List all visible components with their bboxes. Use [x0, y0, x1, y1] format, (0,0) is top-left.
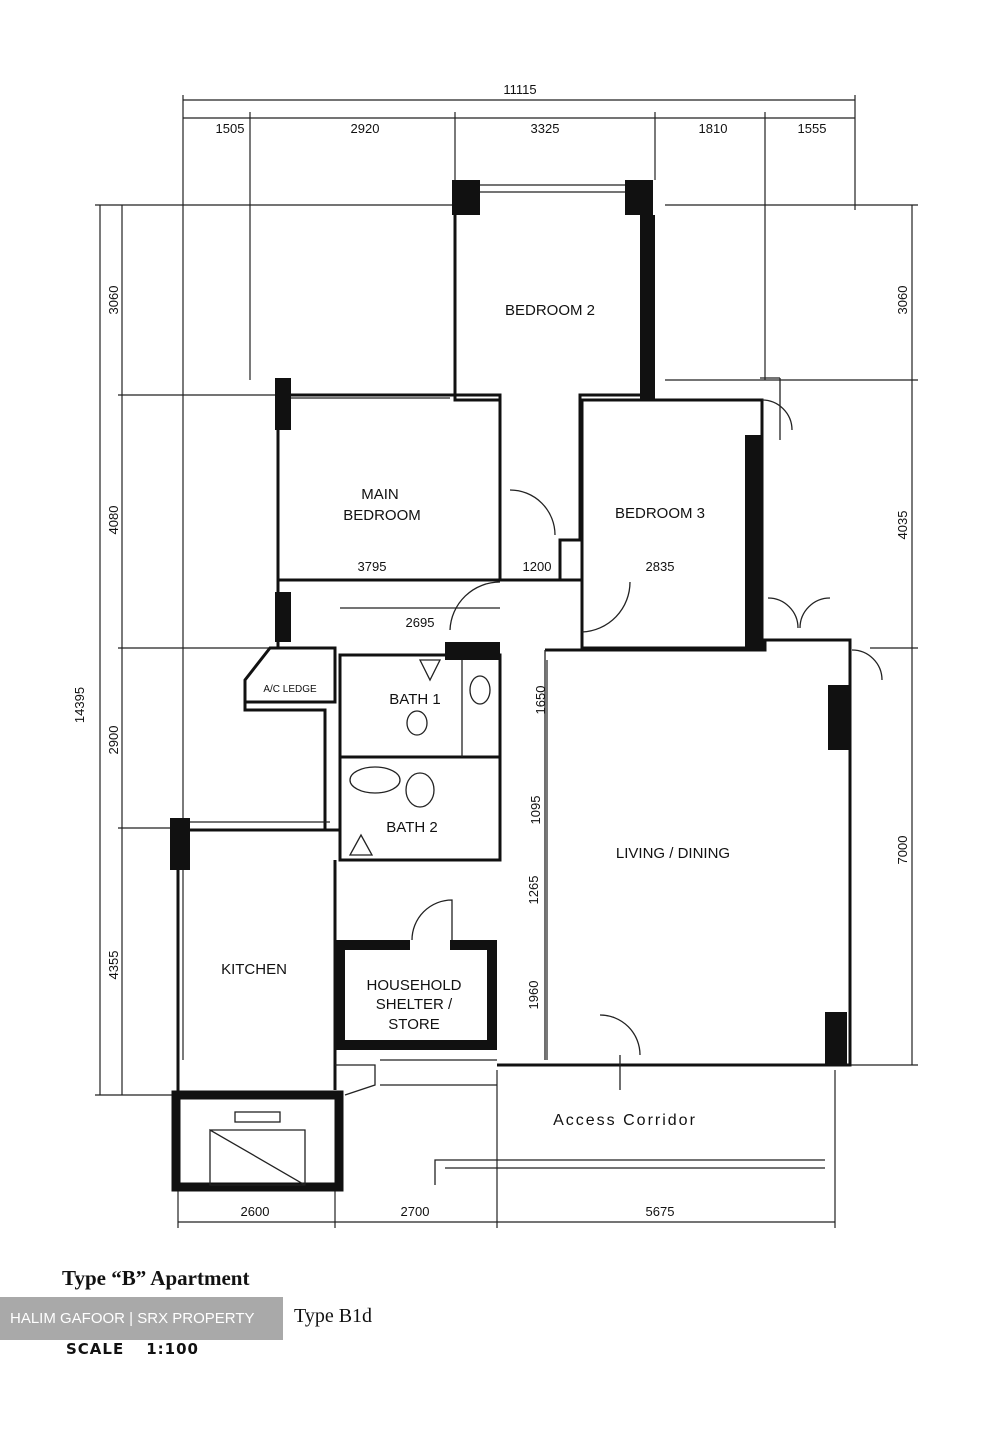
bedroom3-label: BEDROOM 3: [615, 505, 705, 522]
top-dim-5: 1555: [798, 121, 827, 136]
shelter-label-2: SHELTER /: [376, 996, 453, 1013]
main-bedroom-label-1: MAIN: [361, 486, 399, 503]
corridor-width: 1200: [523, 559, 552, 574]
walls: [170, 180, 883, 1192]
right-dim-1: 3060: [895, 286, 910, 315]
left-dim-4: 4355: [106, 951, 121, 980]
shelter-label-3: STORE: [388, 1016, 439, 1033]
gap-depth: 1265: [526, 876, 541, 905]
left-dimensions: 14395 3060 4080 2900 4355: [72, 204, 455, 1096]
bottom-dim-3: 5675: [646, 1204, 675, 1219]
top-dim-1: 1505: [216, 121, 245, 136]
top-dimensions: 11115 1505 2920 3325 1810 1555: [182, 82, 856, 1060]
left-dim-2: 4080: [106, 506, 121, 535]
inner-dimensions: 3795 1200 2835 2695 1650 1095 1265 1960: [340, 559, 674, 1060]
top-dim-2: 2920: [351, 121, 380, 136]
bottom-dimensions: 2600 2700 5675: [177, 1070, 836, 1228]
overall-depth-label: 14395: [72, 687, 87, 723]
bath2-depth: 1095: [528, 796, 543, 825]
right-dim-2: 4035: [895, 511, 910, 540]
main-bedroom-width: 3795: [358, 559, 387, 574]
shelter-label-1: HOUSEHOLD: [366, 977, 461, 994]
living-dining-label: LIVING / DINING: [616, 845, 730, 862]
scale-value: 1:100: [146, 1340, 199, 1358]
bedroom3-width: 2835: [646, 559, 675, 574]
scale-label: SCALE: [66, 1340, 125, 1358]
room-labels: BEDROOM 2 MAIN BEDROOM BEDROOM 3 A/C LED…: [221, 302, 730, 1129]
left-dim-1: 3060: [106, 286, 121, 315]
main-bedroom-label-2: BEDROOM: [343, 507, 421, 524]
right-dim-3: 7000: [895, 836, 910, 865]
access-corridor-label: Access Corridor: [553, 1112, 697, 1129]
left-dim-3: 2900: [106, 726, 121, 755]
ac-ledge-label: A/C LEDGE: [263, 684, 317, 695]
watermark: HALIM GAFOOR | SRX PROPERTY: [0, 1297, 283, 1340]
bottom-dim-2: 2700: [401, 1204, 430, 1219]
bath-block-width: 2695: [406, 615, 435, 630]
kitchen-label: KITCHEN: [221, 961, 287, 978]
right-dimensions: 3060 4035 7000: [665, 204, 918, 1066]
bath1-depth: 1650: [533, 686, 548, 715]
top-dim-4: 1810: [699, 121, 728, 136]
bath2-label: BATH 2: [386, 819, 437, 836]
shelter-depth: 1960: [526, 981, 541, 1010]
bath1-label: BATH 1: [389, 691, 440, 708]
plan-title: Type “B” Apartment: [62, 1266, 250, 1290]
scale-note: SCALE 1:100: [66, 1340, 199, 1358]
overall-width-label: 11115: [503, 82, 536, 97]
bedroom2-label: BEDROOM 2: [505, 302, 595, 319]
bottom-dim-1: 2600: [241, 1204, 270, 1219]
top-dim-3: 3325: [531, 121, 560, 136]
plan-subtitle: Type B1d: [294, 1305, 373, 1327]
